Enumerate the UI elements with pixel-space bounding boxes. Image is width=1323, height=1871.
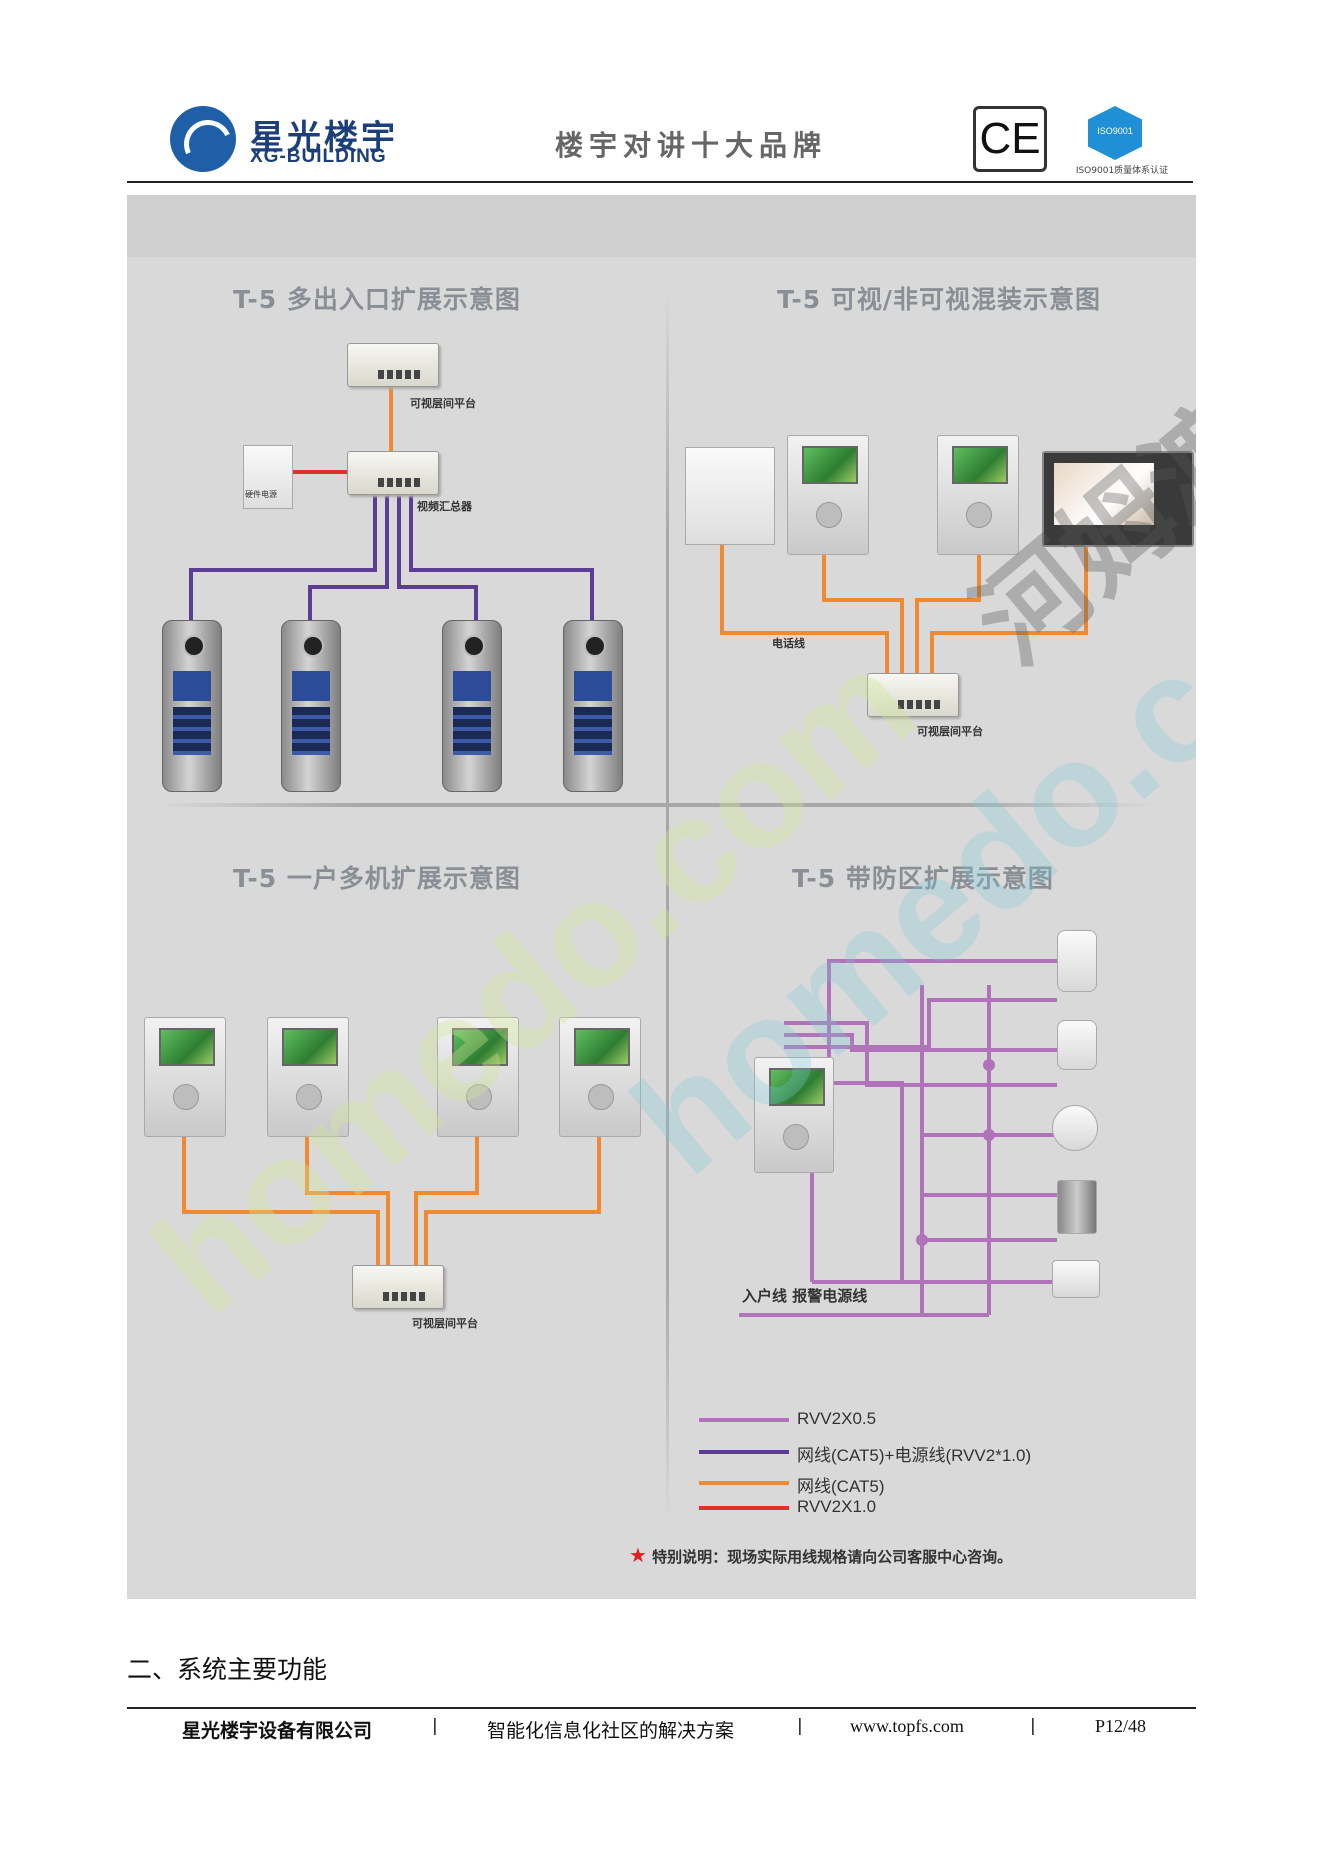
q4-junction-2: [983, 1129, 995, 1141]
q1-platform-router-icon: [347, 343, 439, 387]
q2-monitor-2-icon: [937, 435, 1019, 555]
q2-phone-unit-icon: [685, 447, 775, 545]
q3-monitor-3-icon: [437, 1017, 519, 1137]
star-icon: ★: [629, 1543, 647, 1567]
footer-rule: [127, 1707, 1196, 1709]
footer-page-number: P12/48: [1095, 1716, 1147, 1736]
q1-platform-label: 可视层间平台: [410, 397, 476, 410]
q2-platform-router-icon: [867, 673, 959, 717]
q1-switch-panel-icon: [243, 445, 293, 509]
q3-wire-monitor2: [305, 1137, 390, 1267]
q4-junction-1: [983, 1059, 995, 1071]
wiring-diagram: [182, 385, 1088, 1510]
quadrant-divider-horizontal: [157, 803, 1157, 807]
q4-wires: [739, 959, 1062, 1317]
section-heading: 二、系统主要功能: [127, 1655, 328, 1684]
iso-caption: ISO9001质量体系认证: [1075, 166, 1169, 176]
footer-solution: 智能化信息化社区的解决方案: [487, 1720, 735, 1742]
q1-wire-door4: [409, 493, 594, 620]
q1-wires: [189, 385, 594, 620]
brand-name-cn: 星光楼宇: [250, 118, 398, 158]
q2-platform-label: 可视层间平台: [917, 725, 983, 738]
brand-name-en: XG-BUILDING: [250, 146, 387, 167]
q1-hub-router-icon: [347, 451, 439, 495]
q4-monitor-icon: [754, 1057, 834, 1173]
q3-title: T-5 一户多机扩展示意图: [233, 864, 521, 893]
header-slogan: 楼宇对讲十大品牌: [555, 129, 828, 162]
q2-wire-monitor1: [822, 555, 904, 675]
q3-wire-monitor4: [424, 1137, 601, 1267]
q4-door-magnet-icon: [1057, 1180, 1097, 1234]
q2-large-monitor-icon: [1042, 451, 1194, 547]
q4-wire-d: [784, 1033, 1057, 1052]
quadrant-divider-vertical: [666, 291, 669, 1521]
q3-monitor-4-icon: [559, 1017, 641, 1137]
q4-gas-sensor-icon: [1057, 1020, 1097, 1070]
legend-label-rvv10: RVV2X1.0: [797, 1497, 877, 1516]
brand-logo-icon: [170, 106, 236, 172]
q2-wire-monitor2: [915, 555, 981, 675]
q2-title: T-5 可视/非可视混装示意图: [777, 285, 1101, 314]
q2-line-label: 电话线: [772, 637, 805, 650]
q4-title: T-5 带防区扩展示意图: [792, 864, 1054, 893]
q3-monitor-2-icon: [267, 1017, 349, 1137]
q1-hub-label: 视频汇总器: [417, 500, 472, 513]
q1-door-station-2-icon: [281, 620, 341, 792]
q4-smoke-detector-icon: [1052, 1105, 1098, 1151]
ce-mark-icon: CE: [973, 106, 1047, 172]
q3-wire-monitor3: [414, 1137, 479, 1267]
footer-separator-1: |: [432, 1716, 438, 1736]
q1-wire-door2: [308, 493, 389, 620]
q1-wire-door3: [397, 493, 478, 620]
legend-label-cat5-power: 网线(CAT5)+电源线(RVV2*1.0): [797, 1446, 1032, 1465]
q3-platform-label: 可视层间平台: [412, 1317, 478, 1330]
q4-emergency-button-icon: [1052, 1260, 1100, 1298]
footer-separator-3: |: [1030, 1716, 1036, 1736]
q4-pir-sensor-icon: [1057, 930, 1097, 992]
iso-badge-text: ISO9001: [1097, 126, 1133, 136]
iso-badge-icon: ISO9001: [1088, 106, 1142, 160]
footer-company: 星光楼宇设备有限公司: [182, 1720, 373, 1742]
header-rule: [127, 181, 1193, 183]
panel-top-band: [127, 195, 1196, 257]
wiring-note: ★ 特别说明：现场实际用线规格请向公司客服中心咨询。: [629, 1543, 1012, 1567]
q1-wire-door1: [189, 493, 377, 620]
q3-monitor-1-icon: [144, 1017, 226, 1137]
footer-url-link[interactable]: www.topfs.com: [850, 1716, 964, 1736]
diagram-panel: T-5 多出入口扩展示意图 T-5 可视/非可视混装示意图 T-5 一户多机扩展…: [127, 195, 1196, 1599]
q1-door-station-4-icon: [563, 620, 623, 792]
q2-wires: [720, 543, 1088, 675]
q3-platform-router-icon: [352, 1265, 444, 1309]
q1-door-station-1-icon: [162, 620, 222, 792]
q4-wires-label: 入户线 报警电源线: [742, 1287, 868, 1305]
q1-door-station-3-icon: [442, 620, 502, 792]
legend-label-cat5: 网线(CAT5): [797, 1477, 885, 1496]
q4-wire-e: [784, 1021, 1057, 1087]
legend-label-rvv05: RVV2X0.5: [797, 1409, 877, 1428]
q2-monitor-1-icon: [787, 435, 869, 555]
q3-wire-monitor1: [182, 1137, 380, 1267]
legend-lines: [699, 1418, 789, 1510]
footer-separator-2: |: [797, 1716, 803, 1736]
q3-wires: [182, 1137, 601, 1267]
q4-wire-c: [784, 998, 1057, 1049]
q2-wire-bigmonitor: [930, 543, 1088, 675]
wiring-note-text: 特别说明：现场实际用线规格请向公司客服中心咨询。: [652, 1548, 1013, 1566]
q2-wire-phone: [720, 543, 889, 675]
q4-junction-3: [916, 1234, 928, 1246]
q1-title: T-5 多出入口扩展示意图: [233, 285, 521, 314]
q1-switch-label: 硬件电源: [245, 490, 277, 499]
